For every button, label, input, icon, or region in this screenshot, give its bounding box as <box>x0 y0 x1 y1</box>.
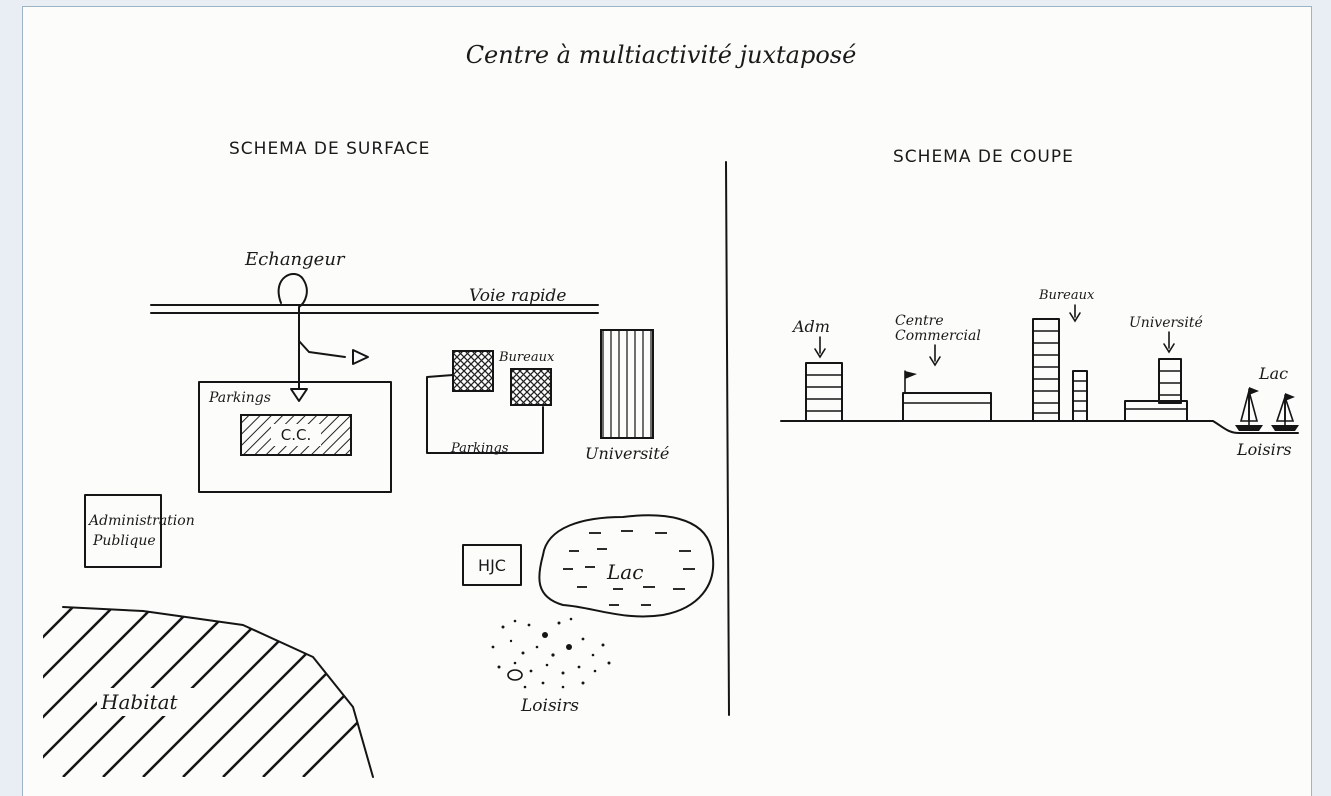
habitat-hatching <box>43 607 373 777</box>
sailboat-2-icon <box>1271 393 1299 431</box>
coupe-bureaux-label: Bureaux <box>1038 288 1095 303</box>
universite-base <box>1124 400 1188 422</box>
universite-arrow-head-icon <box>1163 343 1175 354</box>
coupe-adm-label: Adm <box>791 317 830 336</box>
parkings-left-label: Parkings <box>208 390 271 406</box>
habitat-boundary <box>62 606 374 778</box>
bureaux-arrow-head-icon <box>1069 312 1081 323</box>
administration-box <box>84 494 162 568</box>
parkings-area-box <box>198 381 392 493</box>
echangeur-branch <box>298 340 346 358</box>
administration-label: Administration <box>87 513 195 529</box>
hjc-label: HJC <box>478 556 506 575</box>
bureaux-parkings-outline <box>426 374 544 454</box>
bureaux-block-2 <box>510 368 552 406</box>
diagram-canvas: Centre à multiactivité juxtaposé SCHEMA … <box>43 41 1299 778</box>
universite-floors <box>1158 370 1182 396</box>
lac-outline <box>538 514 715 618</box>
coupe-universite-label: Université <box>1129 315 1203 331</box>
bureaux-label: Bureaux <box>498 350 555 365</box>
bureaux-tower-tall-floors <box>1032 330 1060 414</box>
universite-block <box>600 329 654 439</box>
habitat-label-bg <box>97 688 195 716</box>
coupe-loisirs-label: Loisirs <box>1236 440 1292 459</box>
loisirs-label: Loisirs <box>520 696 579 716</box>
loisirs-pond-icon <box>507 669 523 681</box>
coupe-commercial-label: Commercial <box>895 328 981 344</box>
universite-label: Université <box>585 444 669 463</box>
adm-building <box>805 362 843 422</box>
bureaux-tower-small <box>1072 370 1088 422</box>
adm-floors <box>805 374 843 412</box>
coupe-centre-label: Centre <box>895 313 944 329</box>
flag-icon <box>905 371 917 379</box>
ground-line <box>780 420 1299 434</box>
adm-arrow-head-icon <box>814 348 826 359</box>
section-divider <box>725 161 730 716</box>
loisirs-dots <box>491 617 611 689</box>
voie-rapide-label: Voie rapide <box>469 286 566 306</box>
publique-label: Publique <box>92 533 156 549</box>
habitat-label: Habitat <box>100 690 179 714</box>
echangeur-label: Echangeur <box>244 249 346 270</box>
echangeur-loop <box>277 273 308 390</box>
cc-label: C.C. <box>281 426 311 444</box>
coupe-heading: SCHEMA DE COUPE <box>893 147 1074 167</box>
bureaux-tower-small-floors <box>1072 380 1088 412</box>
coupe-lac-label: Lac <box>1258 364 1288 383</box>
sailboat-1-icon <box>1235 387 1263 431</box>
lac-label: Lac <box>606 560 643 584</box>
diagram-title: Centre à multiactivité juxtaposé <box>466 41 857 69</box>
centre-commercial-building <box>902 392 992 422</box>
arrow-right-icon <box>352 349 369 365</box>
bureaux-tower-tall <box>1032 318 1060 422</box>
lac-water-dashes <box>563 530 695 606</box>
arrow-down-icon <box>290 388 308 402</box>
bureaux-block-1 <box>452 350 494 392</box>
hjc-box <box>462 544 522 586</box>
surface-heading: SCHEMA DE SURFACE <box>229 139 430 159</box>
universite-tower <box>1158 358 1182 404</box>
cc-label-bg <box>271 424 321 446</box>
sketch-page: Centre à multiactivité juxtaposé SCHEMA … <box>22 6 1312 796</box>
centre-arrow-head-icon <box>929 356 941 367</box>
parkings-right-label: Parkings <box>450 441 509 456</box>
